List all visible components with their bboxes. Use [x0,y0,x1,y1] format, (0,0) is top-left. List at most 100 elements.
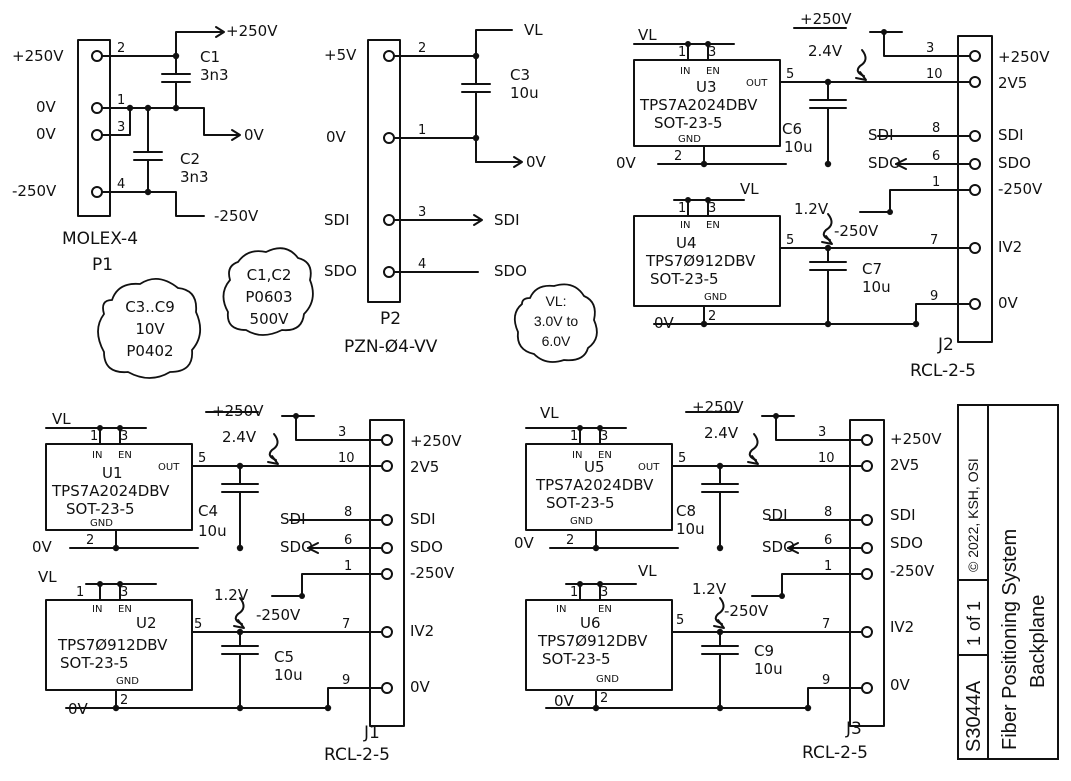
pin-number: 4 [418,257,426,272]
pin-number: 7 [342,617,350,632]
c4-value: 10u [198,522,227,540]
net-label-p250: +250V [998,48,1050,66]
u1-part: TPS7A2024DBV [51,482,170,500]
p1-junctions [126,52,180,196]
pin-number: 10 [818,451,835,466]
pin-name-en: EN [598,450,612,461]
pin-number: 3 [708,201,716,216]
pin-number: 5 [676,613,684,628]
pin-name-en: EN [118,450,132,461]
c8-ref: C8 [676,502,696,520]
pin-name-gnd: GND [116,676,139,687]
net-label-v12: 1.2V [214,586,249,604]
net-label-m250: -250V [256,606,301,624]
net-label-sdo: SDO [762,538,795,556]
pin-name-gnd: GND [704,292,727,303]
title-line-1: Fiber Positioning System [999,529,1021,750]
pin-number: 1 [90,429,98,444]
pin-number: 6 [932,149,940,164]
net-label-v24: 2.4V [808,42,843,60]
c9-ref: C9 [754,642,774,660]
pin-number: 1 [76,585,84,600]
net-label-sdo: SDO [410,538,443,556]
pin-number: 2 [117,41,125,56]
connector-p1 [77,26,241,217]
net-label-sdo: SDO [890,534,923,552]
c7-value: 10u [862,278,891,296]
j2-part: RCL-2-5 [910,361,976,381]
u6-ref: U6 [580,614,601,632]
pin-number: 6 [344,533,352,548]
pin-number: 3 [338,425,346,440]
pin-name-in: IN [680,66,690,77]
net-label-0v: 0V [616,154,637,172]
c4-ref: C4 [198,502,218,520]
note-line: C1,C2 [247,266,292,284]
pin-number: 1 [418,123,426,138]
j1-ref: J1 [363,723,380,743]
pin-number: 3 [600,429,608,444]
pin-name-gnd: GND [90,518,113,529]
pin-number: 5 [786,233,794,248]
c5-value: 10u [274,666,303,684]
u1-package: SOT-23-5 [66,500,135,518]
u5-ref: U5 [584,458,605,476]
net-label-v12: 1.2V [692,580,727,598]
net-label-iv2: IV2 [410,622,434,640]
j2-ref: J2 [937,335,954,355]
net-label-0v: 0V [890,676,911,694]
net-label-vl: VL [524,21,543,39]
note-capacitor-c3-c9: C3..C9 10V P0402 [97,278,202,379]
net-label-sdi: SDI [762,506,788,524]
net-label-p250: +250V [890,430,942,448]
pin-number: 2 [600,691,608,706]
c6-ref: C6 [782,120,802,138]
pin-number: 2 [674,149,682,164]
note-line: C3..C9 [125,298,175,316]
c5-ref: C5 [274,648,294,666]
u4-package: SOT-23-5 [650,270,719,288]
note-line: P0603 [245,288,292,306]
net-label-p250: +250V [212,402,264,420]
u4-part: TPS7Ø912DBV [645,252,756,270]
pin-name-in: IN [92,450,102,461]
net-label-v24: 2.4V [704,424,739,442]
net-label-sdi: SDI [280,510,306,528]
c1-value: 3n3 [200,66,229,84]
net-label-v25: 2V5 [410,458,439,476]
u5-package: SOT-23-5 [546,494,615,512]
pin-number: 1 [570,429,578,444]
net-label-0v: 0V [526,153,547,171]
pin-number: 2 [566,533,574,548]
net-label-m250: -250V [834,222,879,240]
net-label-v25: 2V5 [998,74,1027,92]
net-label-0v: 0V [326,128,347,146]
pin-number: 8 [932,121,940,136]
net-label-m250: -250V [998,180,1043,198]
u6-package: SOT-23-5 [542,650,611,668]
pin-number: 1 [570,585,578,600]
pin-number: 8 [824,505,832,520]
net-label-iv2: IV2 [998,238,1022,256]
pin-name-en: EN [706,220,720,231]
note-vl-range: VL: 3.0V to 6.0V [513,283,598,363]
net-label-0v: 0V [998,294,1019,312]
u2-ref: U2 [136,614,157,632]
pin-name-in: IN [556,604,566,615]
net-label-0v: 0V [32,538,53,556]
pin-name-in: IN [92,604,102,615]
pin-number: 2 [86,533,94,548]
note-capacitor-c1-c2: C1,C2 P0603 500V [222,247,314,336]
regulator-cell-j1: VL +250V 2.4V 1 3 IN EN OUT 5 U1 TPS7A20… [32,402,462,765]
note-line: 3.0V to [534,313,579,329]
j3-part: RCL-2-5 [802,743,868,763]
pin-number: 1 [824,559,832,574]
pin-number: 1 [678,201,686,216]
p1-part: MOLEX-4 [62,229,138,249]
pin-number: 2 [120,693,128,708]
pin-name-en: EN [706,66,720,77]
sheet-number: 1 of 1 [964,601,984,646]
note-line: P0402 [126,342,173,360]
net-label-0v: 0V [514,534,535,552]
